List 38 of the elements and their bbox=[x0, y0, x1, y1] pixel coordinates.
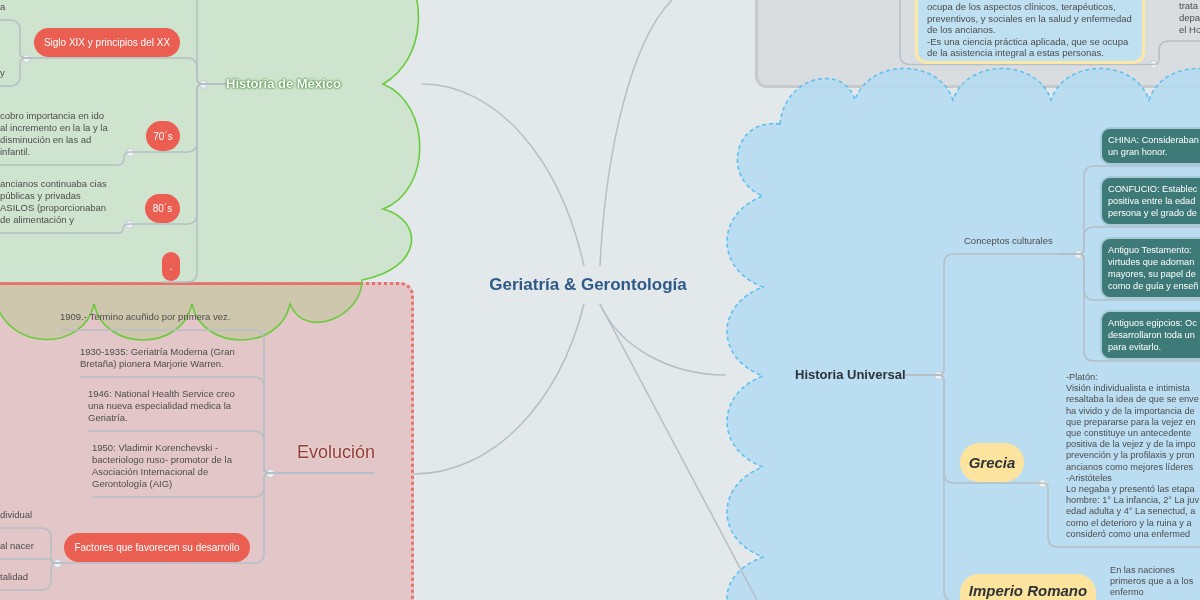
central-topic: Geriatría & Gerontología bbox=[470, 266, 706, 304]
topic-title: Historia de México bbox=[226, 76, 341, 92]
branch-text: talidad bbox=[0, 571, 40, 589]
note-card: Antiguos egipcios: Oc desarrollaron toda un para evitarlo. bbox=[1100, 310, 1200, 360]
connector-line bbox=[0, 223, 146, 234]
branch-text: Conceptos culturales bbox=[964, 235, 1060, 253]
note-card: Antiguo Testamento: virtudes que adornan mayores, su papel de como de guía y enseñ bbox=[1100, 237, 1200, 299]
branch-text: a bbox=[0, 1, 10, 19]
branch-text: En las naciones primeros que a a los enfermo bbox=[1110, 565, 1200, 598]
connector-line bbox=[1144, 40, 1200, 66]
connector-line bbox=[599, 0, 673, 267]
connector-line bbox=[599, 303, 758, 600]
branch-text: y bbox=[0, 67, 10, 85]
branch-text: dividual bbox=[0, 509, 40, 527]
branch-text: -Aristóteles bbox=[1066, 472, 1113, 485]
connector-line bbox=[0, 57, 35, 87]
branch-text: Lo negaba y presentó las etapa hombre: 1° La infancia, 2° La juv edad adulta y 4° La senectud, a como el deterioro y la ruina y a consideró como una enfermed bbox=[1066, 484, 1200, 541]
topic-pill: Siglo XIX y principios del XX bbox=[34, 28, 180, 57]
note-card: CHINA: Consideraban un gran honor. bbox=[1100, 127, 1200, 165]
topic-title: Historia Universal bbox=[795, 367, 906, 383]
note-text: -Es una ciencia práctica aplicada, que se ocupa de la asistencia integral a estas personas. bbox=[927, 35, 1130, 59]
connector-line bbox=[0, 151, 147, 166]
note-card: CONFUCIO: Establec positiva entre la edad persona y el grado de bbox=[1100, 176, 1200, 226]
topic-pill: Imperio Romano bbox=[960, 574, 1096, 600]
branch-text: cobro importancia en ido al incremento en la la y la disminución en las ad infantil. bbox=[0, 110, 114, 164]
topic-title: Evolución bbox=[297, 441, 376, 472]
branch-text: trata depa el Ho bbox=[1179, 0, 1200, 40]
topic-pill: Factores que favorecen su desarrollo bbox=[64, 533, 250, 562]
branch-text: 1946: National Health Service creo una nueva especialidad medica la Geriatría. bbox=[88, 388, 246, 430]
connector-line bbox=[413, 303, 585, 475]
branch-text: Visión individualista e intimista resaltaba la idea de que se enve ha vivido y de la importancia de que prepararse para la vejez en que constituye un antecedente positiva de la vejez y de la impo prevención y la profilaxis y pron ancianos como mejores líderes bbox=[1066, 383, 1200, 473]
branch-text: -Platón: bbox=[1066, 372, 1099, 384]
note-text: ocupa de los aspectos clínicos, terapéuticos, preventivos, y sociales en la salud y enfermedad de los ancianos. bbox=[927, 1, 1133, 36]
branch-text: al nacer bbox=[0, 540, 40, 558]
branch-text: ancianos continuaba cias públicas y privadas ASILOS (proporcionaban de alimentación y bbox=[0, 178, 114, 232]
connector-line bbox=[1023, 482, 1200, 548]
branch-text: 1930-1935: Geriatría Moderna (Gran Bretaña) pionera Marjorie Warren. bbox=[80, 346, 246, 376]
branch-text: 1950: Vladimir Korenchevski - bacteriologo ruso- promotor de la Asociación Internacional de Gerontología (AIG) bbox=[92, 442, 246, 496]
